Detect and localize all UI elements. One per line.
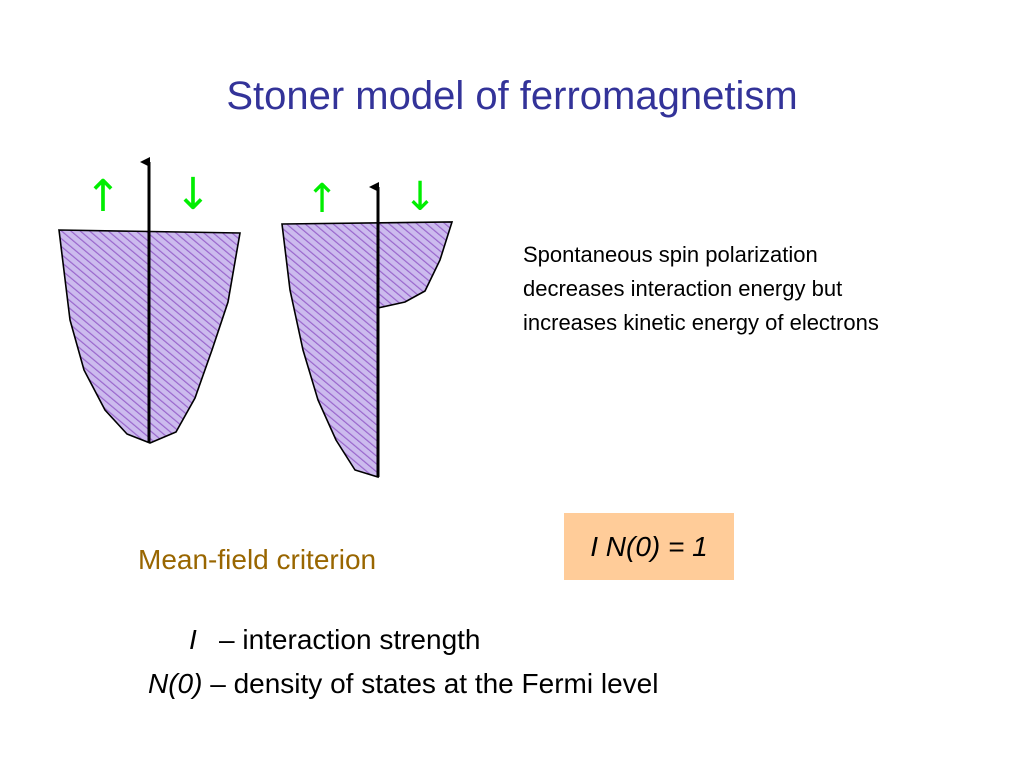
- definition-density-of-states: N(0) – density of states at the Fermi le…: [148, 664, 658, 704]
- polarized-band-shape: [281, 221, 454, 479]
- definition-symbol: I: [189, 624, 197, 655]
- definition-symbol: N(0): [148, 668, 203, 699]
- definition-text: – density of states at the Fermi level: [210, 668, 659, 699]
- polarized-spin-down-icon: ↓: [403, 174, 437, 220]
- unpolarized-spin-up-icon: ↑: [85, 171, 122, 222]
- polarized-band: ↑ ↓: [281, 174, 454, 479]
- unpolarized-spin-down-icon: ↓: [175, 169, 212, 220]
- definition-interaction-strength: I – interaction strength: [189, 620, 481, 660]
- stoner-criterion-formula: I N(0) = 1: [564, 513, 734, 580]
- definition-text: – interaction strength: [219, 624, 481, 655]
- formula-text: I N(0) = 1: [590, 530, 708, 562]
- mean-field-criterion-label: Mean-field criterion: [138, 544, 377, 575]
- slide-title: Stoner model of ferromagnetism: [226, 74, 798, 118]
- unpolarized-band: ↑ ↓: [58, 157, 241, 444]
- polarized-spin-up-icon: ↑: [305, 176, 339, 222]
- description-text: Spontaneous spin polarization decreases …: [523, 242, 879, 335]
